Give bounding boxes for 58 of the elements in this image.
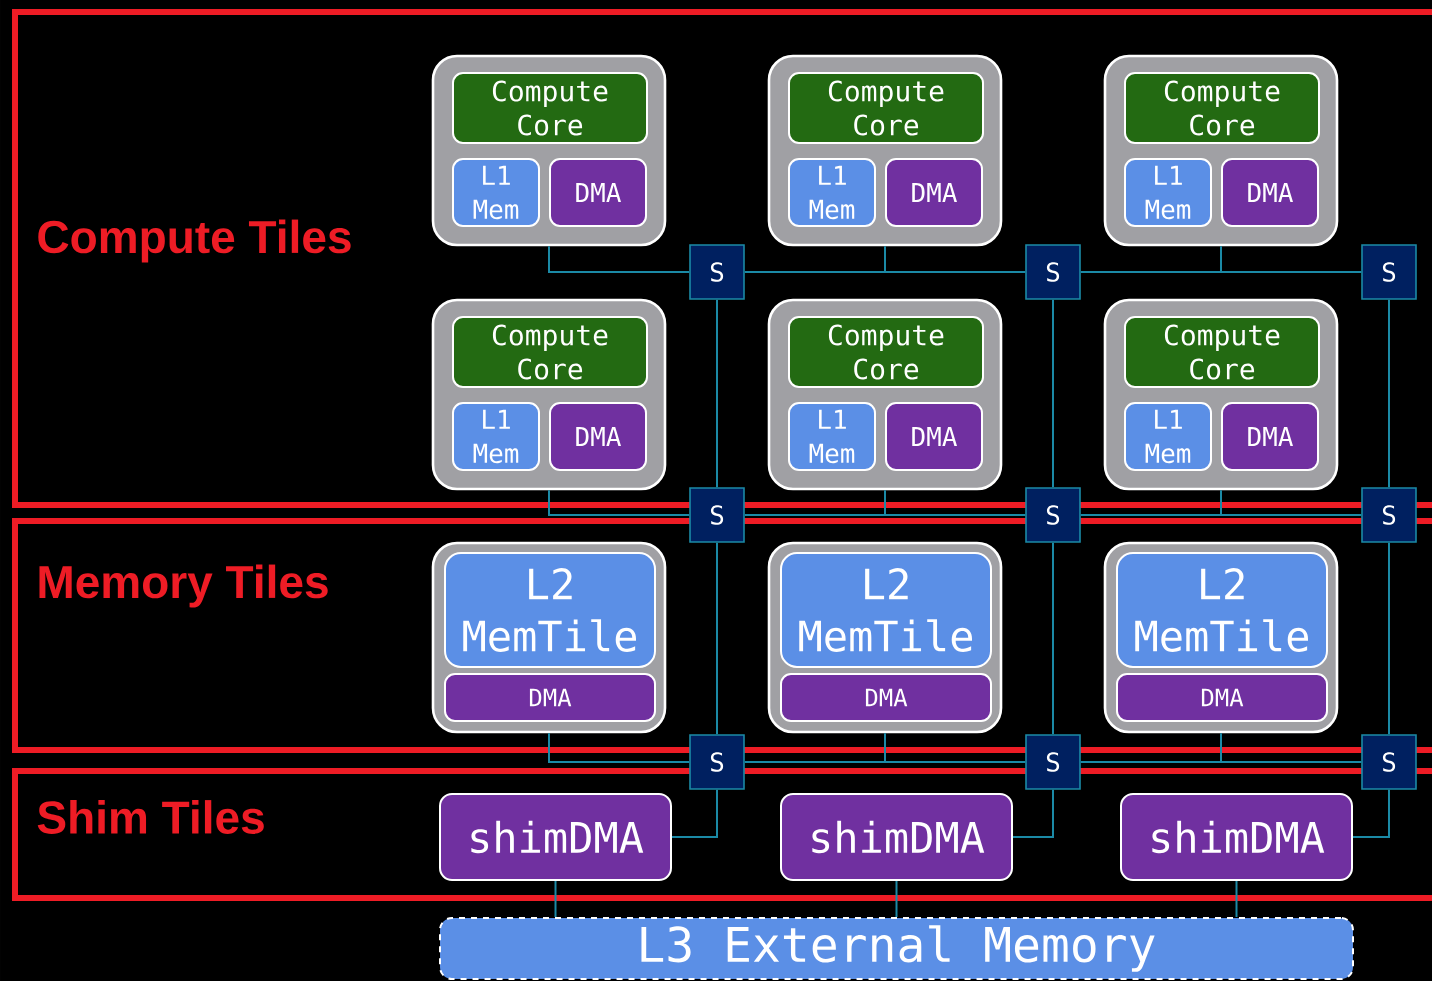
connector-line (548, 732, 691, 763)
switch-box: S (689, 244, 745, 300)
core-box: Compute Core (452, 316, 648, 388)
connector-line (671, 788, 718, 838)
connector-line (548, 245, 691, 273)
memory-box: L2 MemTile (1116, 552, 1328, 668)
dma-box: DMA (885, 402, 983, 471)
connector-line (548, 489, 691, 516)
core-box: Compute Core (788, 72, 984, 144)
dma-box: DMA (780, 673, 992, 722)
dma-box: shimDMA (439, 793, 672, 881)
connector-line (1352, 788, 1390, 838)
connector-line (1052, 541, 1054, 736)
connector-line (1388, 298, 1390, 489)
connector-line (716, 541, 718, 736)
switch-box: S (1025, 487, 1081, 543)
memory-box: L1 Mem (788, 158, 876, 227)
dma-box: DMA (549, 402, 647, 471)
memory-box: L3 External Memory (439, 917, 1354, 980)
memory-box: L1 Mem (1124, 158, 1212, 227)
connector-line (1012, 788, 1054, 838)
memory-box: L2 MemTile (780, 552, 992, 668)
connector-line (1388, 541, 1390, 736)
core-box: Compute Core (452, 72, 648, 144)
connector-line (743, 514, 1027, 516)
switch-box: S (1025, 244, 1081, 300)
connector-line (743, 761, 1027, 763)
connector-line (554, 880, 557, 918)
memory-box: L1 Mem (452, 402, 540, 471)
dma-box: DMA (1221, 402, 1319, 471)
connector-line (1079, 761, 1363, 763)
dma-box: DMA (1116, 673, 1328, 722)
memory-box: L1 Mem (452, 158, 540, 227)
switch-box: S (689, 487, 745, 543)
memory-box: L1 Mem (1124, 402, 1212, 471)
dma-box: DMA (444, 673, 656, 722)
dma-box: shimDMA (1120, 793, 1353, 881)
core-box: Compute Core (1124, 316, 1320, 388)
dma-box: DMA (549, 158, 647, 227)
dma-box: DMA (885, 158, 983, 227)
connector-line (1052, 298, 1054, 489)
switch-box: S (689, 734, 745, 790)
dma-box: DMA (1221, 158, 1319, 227)
connector-line (1079, 271, 1363, 273)
memory-box: L2 MemTile (444, 552, 656, 668)
switch-box: S (1361, 487, 1417, 543)
connector-line (743, 271, 1027, 273)
switch-box: S (1361, 244, 1417, 300)
connector-line (716, 298, 718, 489)
dma-box: shimDMA (780, 793, 1013, 881)
connector-line (1235, 880, 1238, 918)
switch-box: S (1025, 734, 1081, 790)
memory-box: L1 Mem (788, 402, 876, 471)
core-box: Compute Core (1124, 72, 1320, 144)
connector-line (1079, 514, 1363, 516)
connector-line (895, 880, 898, 918)
switch-box: S (1361, 734, 1417, 790)
core-box: Compute Core (788, 316, 984, 388)
